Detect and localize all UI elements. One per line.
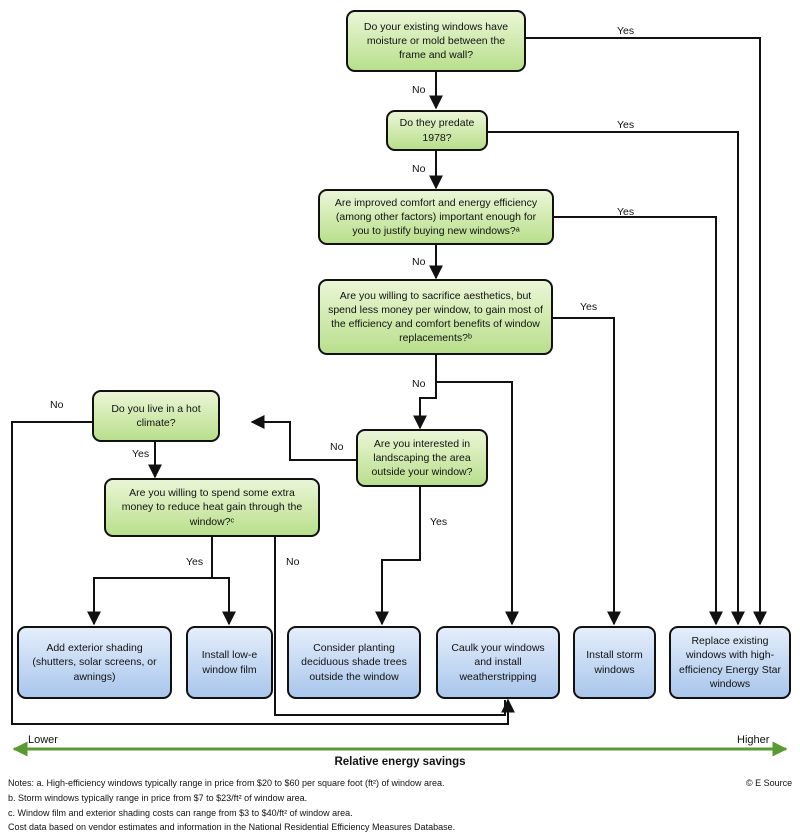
note-a: Notes: a. High-efficiency windows typica… [8, 778, 445, 788]
outcome-shading: Add exterior shading (shutters, solar sc… [17, 626, 172, 699]
label-comfort-no: No [412, 256, 426, 268]
label-landscaping-yes: Yes [430, 516, 448, 528]
label-predate-yes: Yes [617, 119, 635, 131]
label-predate-no: No [412, 163, 426, 175]
label-comfort-yes: Yes [617, 206, 635, 218]
outcome-lowe: Install low-e window film [186, 626, 273, 699]
label-hot-no: No [50, 399, 64, 411]
question-predate: Do they predate 1978? [386, 110, 488, 151]
edge-hot-no [11, 421, 515, 725]
label-aesthetics-no: No [412, 378, 426, 390]
label-hot-yes: Yes [132, 448, 150, 460]
question-extra-money: Are you willing to spend some extra mone… [104, 478, 320, 537]
question-moisture: Do your existing windows have moisture o… [346, 10, 526, 72]
label-extra-yes: Yes [186, 556, 204, 568]
note-b: b. Storm windows typically range in pric… [8, 793, 308, 803]
question-landscaping: Are you interested in landscaping the ar… [356, 429, 488, 487]
outcome-storm: Install storm windows [573, 626, 656, 699]
outcome-caulk: Caulk your windows and install weatherst… [436, 626, 560, 699]
edge-landscaping-no [250, 415, 356, 461]
question-comfort: Are improved comfort and energy efficien… [318, 189, 554, 245]
edge-extra-no [274, 535, 506, 716]
edge-comfort-yes [554, 216, 723, 626]
edge-aesthetics-yes [552, 317, 621, 626]
axis-low-label: Lower [28, 734, 58, 746]
label-extra-no: No [286, 556, 300, 568]
label-landscaping-no: No [330, 441, 344, 453]
outcome-replace: Replace existing windows with high-effic… [669, 626, 791, 699]
note-c: c. Window film and exterior shading cost… [8, 808, 353, 818]
source-credit: © E Source [746, 778, 793, 788]
label-aesthetics-yes: Yes [580, 301, 598, 313]
outcome-trees: Consider planting deciduous shade trees … [287, 626, 421, 699]
edge-landscaping-yes [375, 487, 421, 626]
question-aesthetics: Are you willing to sacrifice aesthetics,… [318, 279, 553, 355]
label-moisture-yes: Yes [617, 25, 635, 37]
edge-aesthetics-no-landscape [413, 382, 437, 430]
edge-predate-yes [488, 131, 745, 626]
label-moisture-no: No [412, 84, 426, 96]
question-hot-climate: Do you live in a hot climate? [92, 390, 220, 442]
axis-title: Relative energy savings [334, 756, 466, 768]
edge-extra-yes [87, 537, 213, 626]
edge-extra-yes-lowe [212, 577, 236, 626]
note-cost-data: Cost data based on vendor estimates and … [8, 822, 456, 832]
edge-aesthetics-no [435, 355, 519, 626]
edge-moisture-yes [524, 37, 767, 626]
axis-high-label: Higher [737, 734, 770, 746]
